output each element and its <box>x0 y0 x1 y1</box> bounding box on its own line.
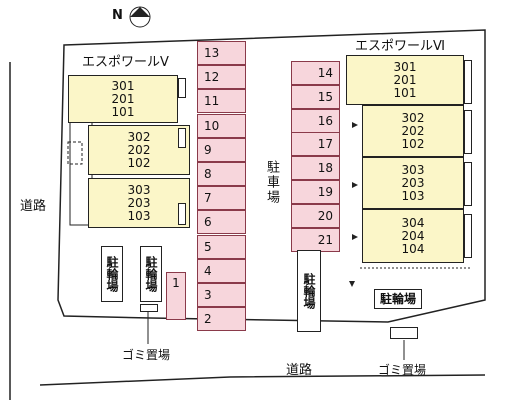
parking-number: 16 <box>317 113 333 128</box>
room-number: 102 <box>127 155 151 170</box>
building-v-name: エスポワールⅤ <box>82 55 169 70</box>
parking-space: 12 <box>197 65 246 90</box>
garbage-label-right: ゴミ置場 <box>378 363 427 377</box>
parking-label: 駐車場 <box>264 160 279 205</box>
room-number: 201 <box>111 91 135 106</box>
parking-number: 11 <box>204 94 220 109</box>
arrow-icon <box>352 234 358 240</box>
room-number: 101 <box>111 104 135 119</box>
parking-number: 8 <box>204 167 212 181</box>
arrow-icon <box>349 281 355 287</box>
parking-number: 2 <box>204 312 212 327</box>
parking-space: 16 <box>291 108 340 133</box>
parking-space: 7 <box>197 186 246 211</box>
parking-number: 7 <box>204 191 212 206</box>
balcony <box>464 110 472 154</box>
room-number: 302 <box>401 110 425 125</box>
room-number: 302 <box>127 129 151 144</box>
parking-number: 20 <box>317 208 333 223</box>
room-number: 204 <box>401 228 425 243</box>
parking-number: 6 <box>204 215 212 230</box>
stair-dash <box>67 141 83 165</box>
room-number: 203 <box>127 195 151 210</box>
parking-number: 1 <box>172 276 180 290</box>
room-number: 301 <box>393 59 417 74</box>
parking-number: 18 <box>317 161 333 176</box>
room-number: 301 <box>111 78 135 93</box>
parking-number: 19 <box>317 185 333 199</box>
parking-space: 13 <box>197 41 246 65</box>
balcony <box>178 128 186 148</box>
bike-parking-2: 駐輪場 <box>140 246 162 302</box>
balcony <box>464 60 472 104</box>
room-number: 101 <box>393 85 417 100</box>
room-number: 304 <box>401 215 425 230</box>
balcony <box>464 162 472 206</box>
balcony <box>178 78 186 98</box>
parking-number: 3 <box>204 288 212 302</box>
parking-space: 11 <box>197 89 246 114</box>
parking-number: 12 <box>204 70 220 85</box>
parking-space: 2 <box>197 307 246 332</box>
room-number: 303 <box>127 182 151 197</box>
parking-number: 5 <box>204 239 212 254</box>
parking-number: 9 <box>204 142 212 157</box>
road-label-left: 道路 <box>20 199 47 214</box>
building-vi-name: エスポワールⅥ <box>355 39 445 54</box>
parking-space: 4 <box>197 258 246 283</box>
balcony <box>464 214 472 258</box>
parking-space-1: 1 <box>166 272 186 320</box>
parking-space: 18 <box>291 156 340 181</box>
parking-number: 15 <box>317 89 333 104</box>
room-number: 102 <box>401 136 425 151</box>
bike-parking-4: 駐輪場 <box>374 289 422 309</box>
parking-number: 17 <box>317 137 333 152</box>
garbage-label-left: ゴミ置場 <box>122 348 171 362</box>
parking-number: 14 <box>317 66 333 80</box>
parking-space: 6 <box>197 210 246 235</box>
building-v-unit-2: 302 202 102 <box>88 125 190 175</box>
garbage-box-right <box>390 327 418 339</box>
parking-number: 13 <box>204 46 220 60</box>
parking-number: 21 <box>317 232 333 247</box>
building-vi-unit-4: 304 204 104 <box>362 209 464 263</box>
parking-space: 20 <box>291 203 340 228</box>
parking-number: 10 <box>204 118 220 133</box>
room-number: 103 <box>127 208 151 223</box>
room-number: 202 <box>127 142 151 157</box>
parking-space: 9 <box>197 137 246 162</box>
north-label: N <box>112 8 123 23</box>
parking-space: 10 <box>197 113 246 138</box>
room-number: 202 <box>401 123 425 138</box>
room-number: 203 <box>401 175 425 190</box>
parking-space: 8 <box>197 162 246 186</box>
arrow-icon <box>352 182 358 188</box>
room-number: 201 <box>393 72 417 87</box>
building-v-unit-1: 301 201 101 <box>68 75 178 123</box>
building-vi-unit-2: 302 202 102 <box>362 105 464 157</box>
north-arrow-icon: N <box>112 5 152 29</box>
room-number: 103 <box>401 188 425 203</box>
building-vi-unit-3: 303 203 103 <box>362 157 464 209</box>
building-v-unit-3: 303 203 103 <box>88 178 190 228</box>
parking-space: 14 <box>291 61 340 85</box>
room-number: 303 <box>401 162 425 177</box>
building-vi-unit-1: 301 201 101 <box>346 55 464 105</box>
garbage-box-left <box>140 304 158 312</box>
arrow-icon <box>352 122 358 128</box>
balcony <box>178 203 186 225</box>
bike-parking-3: 駐輪場 <box>297 250 321 332</box>
parking-space: 15 <box>291 84 340 109</box>
parking-space: 5 <box>197 234 246 259</box>
parking-space: 19 <box>291 180 340 204</box>
parking-number: 4 <box>204 263 212 278</box>
road-edge-bottom <box>39 374 486 386</box>
parking-space: 21 <box>291 227 340 252</box>
room-number: 104 <box>401 241 425 256</box>
bike-parking-1: 駐輪場 <box>101 246 123 302</box>
parking-space: 3 <box>197 283 246 307</box>
road-label-bottom: 道路 <box>286 363 313 378</box>
building-v: 301 201 101 302 202 102 303 203 103 <box>68 70 190 230</box>
parking-space: 17 <box>291 132 340 157</box>
